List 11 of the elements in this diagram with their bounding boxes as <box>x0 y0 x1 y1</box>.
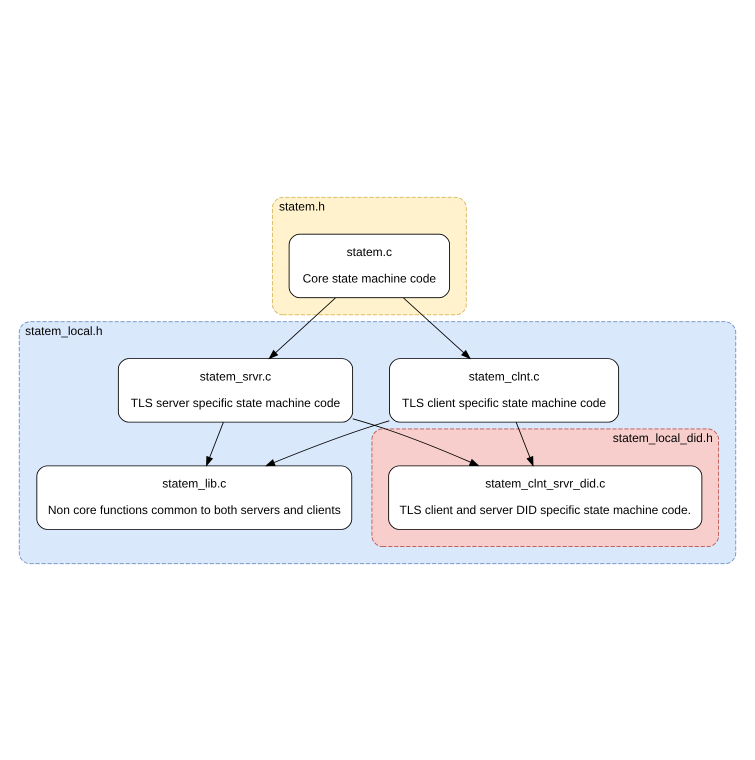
arrow <box>268 296 336 359</box>
node-box: statem_clnt_srvr_did.c TLS client and server DID specific state machine code. <box>388 464 702 530</box>
node-box: statem_lib.c Non core functions common to both servers and clients <box>36 464 352 530</box>
arrow <box>352 418 480 466</box>
arrow <box>516 421 534 466</box>
node-box: statem_clnt.c TLS client specific state machine code <box>389 358 620 422</box>
node-box: statem_srvr.c TLS server specific state machine code <box>118 358 354 422</box>
arrow <box>402 296 472 359</box>
arrow <box>206 421 224 466</box>
node-box: statem.c Core state machine code <box>288 233 450 298</box>
arrow <box>264 420 390 466</box>
